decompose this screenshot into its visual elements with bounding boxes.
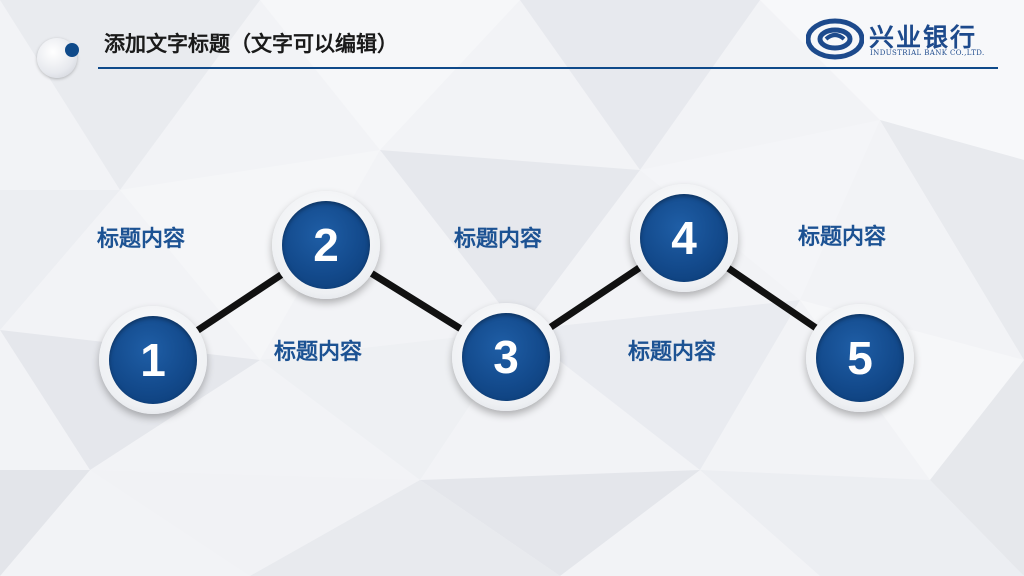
- step-node-4[interactable]: 4: [630, 184, 738, 292]
- step-number: 1: [140, 334, 166, 386]
- step-badge: 4: [640, 194, 728, 282]
- bank-logo: 兴业银行 INDUSTRIAL BANK CO.,LTD.: [806, 18, 996, 62]
- step-node-1[interactable]: 1: [99, 306, 207, 414]
- bank-name-en: INDUSTRIAL BANK CO.,LTD.: [870, 49, 985, 57]
- step-caption-5[interactable]: 标题内容: [798, 225, 887, 250]
- bank-name-cn: 兴业银行: [869, 23, 978, 52]
- step-badge: 1: [109, 316, 197, 404]
- step-node-5[interactable]: 5: [806, 304, 914, 412]
- step-badge: 5: [816, 314, 904, 402]
- step-number: 2: [313, 219, 339, 271]
- step-caption-4[interactable]: 标题内容: [628, 340, 717, 365]
- step-caption-3[interactable]: 标题内容: [454, 227, 543, 252]
- step-node-3[interactable]: 3: [452, 303, 560, 411]
- step-node-2[interactable]: 2: [272, 191, 380, 299]
- step-number: 5: [847, 332, 873, 384]
- title-divider: [98, 67, 998, 69]
- bank-logo-icon: [806, 18, 864, 60]
- step-badge: 3: [462, 313, 550, 401]
- step-caption-1[interactable]: 标题内容: [97, 227, 186, 252]
- step-caption-2[interactable]: 标题内容: [274, 340, 363, 365]
- ornament-circle-small: [65, 43, 79, 57]
- step-number: 4: [671, 212, 697, 264]
- slide-title[interactable]: 添加文字标题（文字可以编辑）: [104, 32, 398, 56]
- step-badge: 2: [282, 201, 370, 289]
- step-number: 3: [493, 331, 519, 383]
